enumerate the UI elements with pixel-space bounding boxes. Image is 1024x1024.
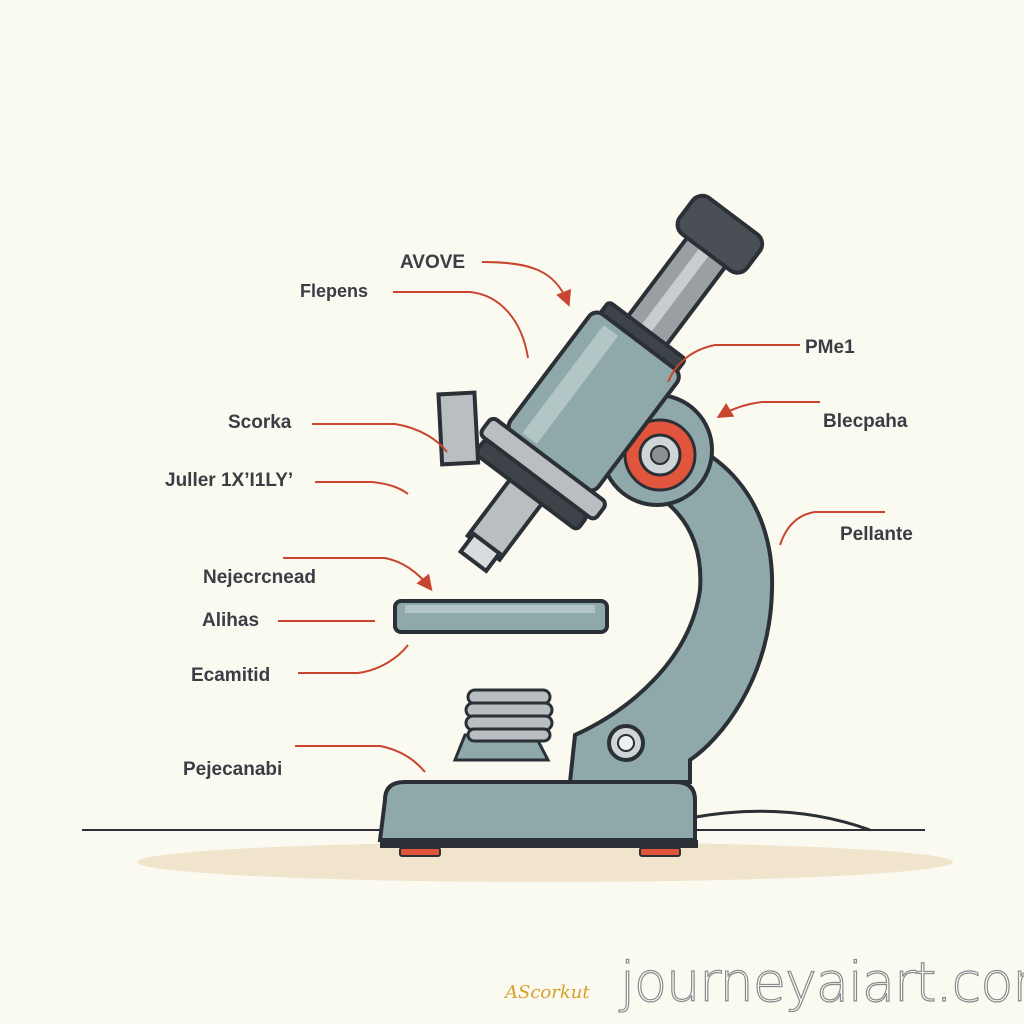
- label-juller: Juller 1X’I1LY’: [165, 470, 294, 491]
- arm: [567, 427, 775, 784]
- artist-signature: AScorkut: [505, 982, 590, 1003]
- tube-assembly: [436, 193, 765, 574]
- label-avove: AVOVE: [400, 252, 466, 273]
- leader-lines: [278, 261, 885, 773]
- label-scorka: Scorka: [228, 412, 292, 433]
- label-pejecanabi: Pejecanabi: [183, 759, 283, 780]
- label-pme1: PMe1: [805, 337, 855, 358]
- power-cord: [689, 809, 871, 832]
- floor-shadow: [137, 842, 953, 882]
- label-alihas: Alihas: [202, 610, 260, 631]
- label-blecpaha: Blecpaha: [823, 411, 908, 432]
- label-flepens: Flepens: [300, 281, 369, 301]
- base: [377, 780, 697, 842]
- label-pellante: Pellante: [840, 524, 913, 545]
- condenser: [452, 688, 554, 762]
- focus-knob-icon: [600, 393, 714, 507]
- label-nejecrcnead: Nejecrcnead: [203, 567, 317, 588]
- watermark: journeyaiart.com: [619, 951, 1024, 1014]
- objective-2: [436, 390, 481, 467]
- eyepiece-cap: [675, 193, 765, 275]
- label-ecamitid: Ecamitid: [191, 665, 271, 686]
